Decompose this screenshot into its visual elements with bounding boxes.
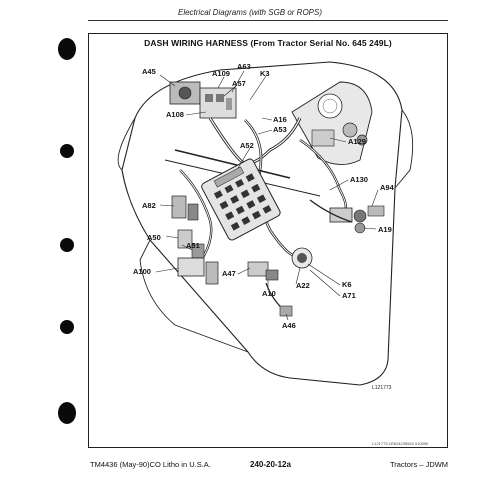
label-a109: A109 <box>212 69 230 78</box>
label-a22: A22 <box>296 281 310 290</box>
label-a63: A63 <box>237 62 251 71</box>
label-a57: A57 <box>232 79 246 88</box>
a129-connector <box>311 129 335 147</box>
label-a10: A10 <box>262 289 276 298</box>
label-a53: A53 <box>273 125 287 134</box>
label-a19: A19 <box>378 225 392 234</box>
page-header: Electrical Diagrams (with SGB or ROPS) <box>177 8 323 17</box>
label-a71: A71 <box>342 291 356 300</box>
illustration-id: L121773 <box>372 385 392 391</box>
reference-code: L121773 LR624235542 010990 <box>372 441 429 446</box>
label-a46: A46 <box>282 321 296 330</box>
binder-hole <box>60 144 74 158</box>
binder-hole <box>60 238 74 252</box>
binder-hole <box>58 38 76 60</box>
footer-page-number: 240-20-12a <box>250 460 291 469</box>
label-a51: A51 <box>186 241 200 250</box>
figure-title: DASH WIRING HARNESS (From Tractor Serial… <box>144 38 392 48</box>
label-a50: A50 <box>147 233 161 242</box>
label-a100: A100 <box>133 267 151 276</box>
label-a82: A82 <box>142 201 156 210</box>
label-a129: A129 <box>348 137 366 146</box>
dash-housing-outline <box>121 61 403 386</box>
label-a108: A108 <box>166 110 184 119</box>
label-a45: A45 <box>142 67 156 76</box>
header-rule <box>88 20 448 21</box>
binder-hole <box>60 320 74 334</box>
label-a94: A94 <box>380 183 395 192</box>
label-a47: A47 <box>222 269 236 278</box>
footer-section: Tractors – JDWM <box>390 460 449 469</box>
switch-keypad-module <box>201 158 281 241</box>
label-a130: A130 <box>350 175 368 184</box>
label-a16: A16 <box>273 115 287 124</box>
figure-frame <box>88 33 448 448</box>
label-a52: A52 <box>240 141 254 150</box>
binder-hole <box>58 402 76 424</box>
label-k3: K3 <box>260 69 270 78</box>
label-k6: K6 <box>342 280 352 289</box>
gauge <box>317 93 343 119</box>
footer-publication: TM4436 (May-90)CO Litho in U.S.A. <box>90 460 211 469</box>
